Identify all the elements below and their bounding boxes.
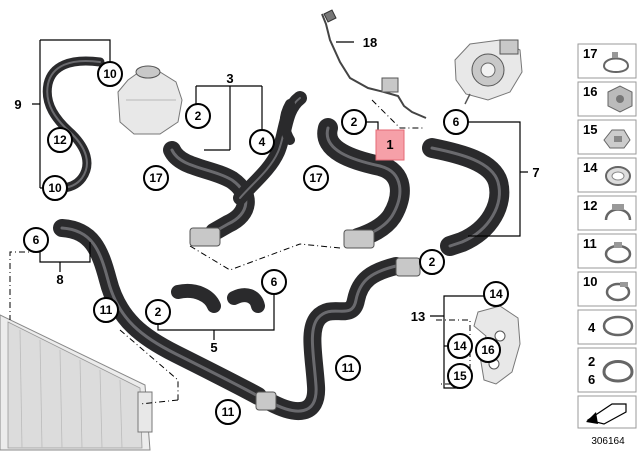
hose-clamp-icon bbox=[605, 282, 631, 302]
svg-text:6: 6 bbox=[453, 115, 460, 129]
label-13: 13 bbox=[411, 309, 425, 324]
highlight-box-1 bbox=[375, 129, 405, 161]
label-8: 8 bbox=[56, 272, 63, 287]
svg-text:2: 2 bbox=[155, 305, 162, 319]
svg-text:11: 11 bbox=[342, 361, 355, 375]
svg-text:6: 6 bbox=[33, 233, 40, 247]
water-pump bbox=[454, 39, 523, 105]
callout-2-right[interactable]: 2 bbox=[419, 249, 445, 275]
label-3: 3 bbox=[226, 71, 233, 86]
label-9: 9 bbox=[14, 97, 21, 112]
label-5: 5 bbox=[210, 340, 217, 355]
svg-text:15: 15 bbox=[583, 122, 597, 137]
callout-15[interactable]: 15 bbox=[447, 363, 473, 389]
svg-text:4: 4 bbox=[588, 320, 596, 335]
svg-text:12: 12 bbox=[583, 198, 597, 213]
svg-text:2: 2 bbox=[429, 255, 436, 269]
wiring-harness bbox=[321, 9, 427, 119]
radiator bbox=[0, 314, 153, 451]
arrow-icon bbox=[586, 403, 627, 425]
svg-text:14: 14 bbox=[489, 287, 503, 301]
legend-arrow-cell bbox=[577, 395, 637, 429]
callout-6-left[interactable]: 6 bbox=[23, 227, 49, 253]
callout-14-mid[interactable]: 14 bbox=[447, 333, 473, 359]
legend-item-2-6[interactable]: 2 6 bbox=[577, 347, 637, 393]
svg-text:14: 14 bbox=[453, 339, 467, 353]
callout-11-bottom[interactable]: 11 bbox=[215, 399, 241, 425]
svg-text:4: 4 bbox=[259, 135, 266, 149]
callout-11-left[interactable]: 11 bbox=[93, 297, 119, 323]
svg-text:11: 11 bbox=[222, 405, 235, 419]
legend-item-11[interactable]: 11 bbox=[577, 233, 637, 269]
legend-item-12[interactable]: 12 bbox=[577, 195, 637, 231]
callout-6-lower[interactable]: 6 bbox=[261, 269, 287, 295]
parts-legend: 17 16 15 14 bbox=[577, 43, 637, 447]
spring-clip-icon bbox=[602, 360, 634, 383]
svg-text:10: 10 bbox=[48, 181, 62, 195]
svg-text:11: 11 bbox=[100, 303, 113, 317]
svg-text:2: 2 bbox=[351, 115, 358, 129]
svg-text:10: 10 bbox=[103, 67, 117, 81]
legend-item-16[interactable]: 16 bbox=[577, 81, 637, 117]
svg-text:17: 17 bbox=[583, 46, 597, 61]
legend-item-14[interactable]: 14 bbox=[577, 157, 637, 193]
label-1: 1 bbox=[386, 137, 393, 152]
svg-text:14: 14 bbox=[583, 160, 598, 175]
legend-item-10[interactable]: 10 bbox=[577, 271, 637, 307]
spring-clip-icon bbox=[604, 204, 632, 221]
callout-2-lower[interactable]: 2 bbox=[145, 299, 171, 325]
svg-text:6: 6 bbox=[271, 275, 278, 289]
legend-item-15[interactable]: 15 bbox=[577, 119, 637, 155]
expansion-tank bbox=[117, 65, 183, 135]
band-clamp-icon bbox=[605, 166, 631, 186]
callout-2-upper-left[interactable]: 2 bbox=[185, 103, 211, 129]
callout-2-upper-center[interactable]: 2 bbox=[341, 109, 367, 135]
svg-text:10: 10 bbox=[583, 274, 597, 289]
svg-text:2: 2 bbox=[588, 354, 595, 369]
label-7: 7 bbox=[532, 165, 539, 180]
callout-16[interactable]: 16 bbox=[475, 337, 501, 363]
svg-text:17: 17 bbox=[309, 171, 323, 185]
callout-6-upper-right[interactable]: 6 bbox=[443, 109, 469, 135]
hose-clamp-icon bbox=[604, 242, 632, 264]
hex-nut-icon bbox=[607, 85, 633, 113]
pipe-connectors bbox=[189, 227, 421, 411]
svg-text:16: 16 bbox=[583, 84, 597, 99]
svg-text:15: 15 bbox=[453, 369, 467, 383]
legend-item-17[interactable]: 17 bbox=[577, 43, 637, 79]
hose-clamp-icon bbox=[602, 52, 630, 73]
svg-text:2: 2 bbox=[195, 109, 202, 123]
svg-text:11: 11 bbox=[583, 236, 597, 251]
callout-17-center[interactable]: 17 bbox=[303, 165, 329, 191]
callout-17-left[interactable]: 17 bbox=[143, 165, 169, 191]
callout-10-top[interactable]: 10 bbox=[97, 61, 123, 87]
svg-text:6: 6 bbox=[588, 372, 595, 387]
callout-10-bottom[interactable]: 10 bbox=[42, 175, 68, 201]
callout-12[interactable]: 12 bbox=[47, 127, 73, 153]
legend-item-4[interactable]: 4 bbox=[577, 309, 637, 345]
figure-reference-number: 306164 bbox=[591, 436, 625, 447]
svg-text:17: 17 bbox=[149, 171, 163, 185]
callout-11-center[interactable]: 11 bbox=[335, 355, 361, 381]
svg-text:12: 12 bbox=[53, 133, 67, 147]
label-18: 18 bbox=[363, 35, 377, 50]
svg-text:16: 16 bbox=[481, 343, 495, 357]
callout-14-top[interactable]: 14 bbox=[483, 281, 509, 307]
spring-clip-icon bbox=[602, 315, 634, 337]
hoses bbox=[42, 56, 510, 421]
bracket-clip-icon bbox=[603, 129, 631, 149]
callout-4[interactable]: 4 bbox=[249, 129, 275, 155]
